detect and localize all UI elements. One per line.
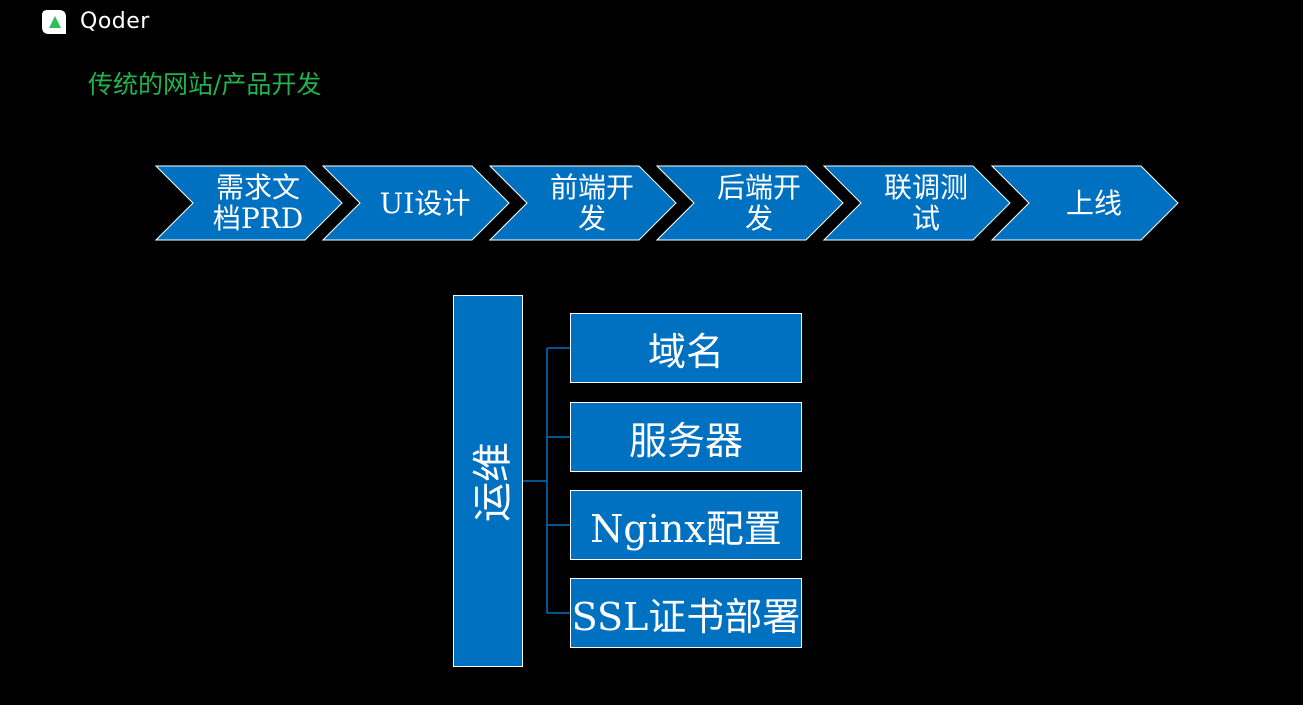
process-step-label: UI设计 bbox=[379, 186, 471, 220]
qoder-logo-icon bbox=[42, 10, 66, 34]
process-step-label: 联调测 试 bbox=[883, 171, 968, 235]
operations-item-domain: 域名 bbox=[570, 313, 802, 383]
process-step-requirements: 需求文 档PRD bbox=[155, 165, 343, 241]
operations-item-nginx: Nginx配置 bbox=[570, 490, 802, 560]
chevron-shape bbox=[489, 165, 677, 241]
chevron-shape bbox=[991, 165, 1179, 241]
chevron-shape bbox=[656, 165, 844, 241]
chevron-shape bbox=[823, 165, 1011, 241]
operations-item-ssl: SSL证书部署 bbox=[570, 578, 802, 648]
operations-label: 运维 bbox=[470, 442, 516, 522]
process-step-integration-test: 联调测 试 bbox=[823, 165, 1011, 241]
process-step-ui-design: UI设计 bbox=[322, 165, 510, 241]
brand-logo: Qoder bbox=[40, 8, 150, 36]
process-step-label: 上线 bbox=[1065, 186, 1122, 220]
slide-title: 传统的网站/产品开发 bbox=[88, 70, 322, 99]
process-step-label: 需求文 档PRD bbox=[212, 171, 304, 235]
process-step-label: 后端开 发 bbox=[716, 171, 801, 235]
chevron-shape bbox=[155, 165, 343, 241]
process-step-label: 前端开 发 bbox=[549, 171, 634, 235]
process-step-launch: 上线 bbox=[991, 165, 1179, 241]
operations-box: 运维 bbox=[453, 295, 523, 667]
operations-label-wrapper: 运维 bbox=[454, 296, 524, 668]
process-step-frontend: 前端开 发 bbox=[489, 165, 677, 241]
brand-name: Qoder bbox=[80, 9, 150, 34]
operations-item-server: 服务器 bbox=[570, 402, 802, 472]
process-step-backend: 后端开 发 bbox=[656, 165, 844, 241]
chevron-shape bbox=[322, 165, 510, 241]
